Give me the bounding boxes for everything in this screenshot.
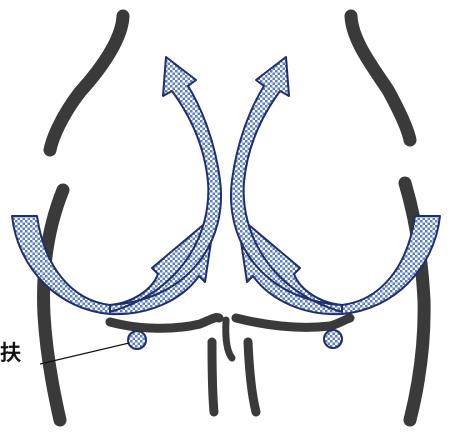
acupoint-right — [324, 330, 342, 348]
outline-inner-leg-left — [212, 342, 214, 412]
inner-arrows — [110, 57, 342, 312]
outline-right-fold — [236, 318, 350, 327]
acupoint-left — [128, 331, 146, 349]
acupoints — [128, 330, 342, 349]
outline-center-cleft — [226, 320, 232, 358]
outline-left-fold — [110, 317, 219, 328]
outline-inner-leg-right — [248, 342, 256, 412]
outline-left-hip — [44, 190, 63, 420]
callout-label: 扶 — [0, 343, 21, 364]
outline-upper-left — [50, 16, 123, 150]
outer-arrows — [12, 215, 440, 314]
outline-upper-right — [351, 16, 410, 140]
